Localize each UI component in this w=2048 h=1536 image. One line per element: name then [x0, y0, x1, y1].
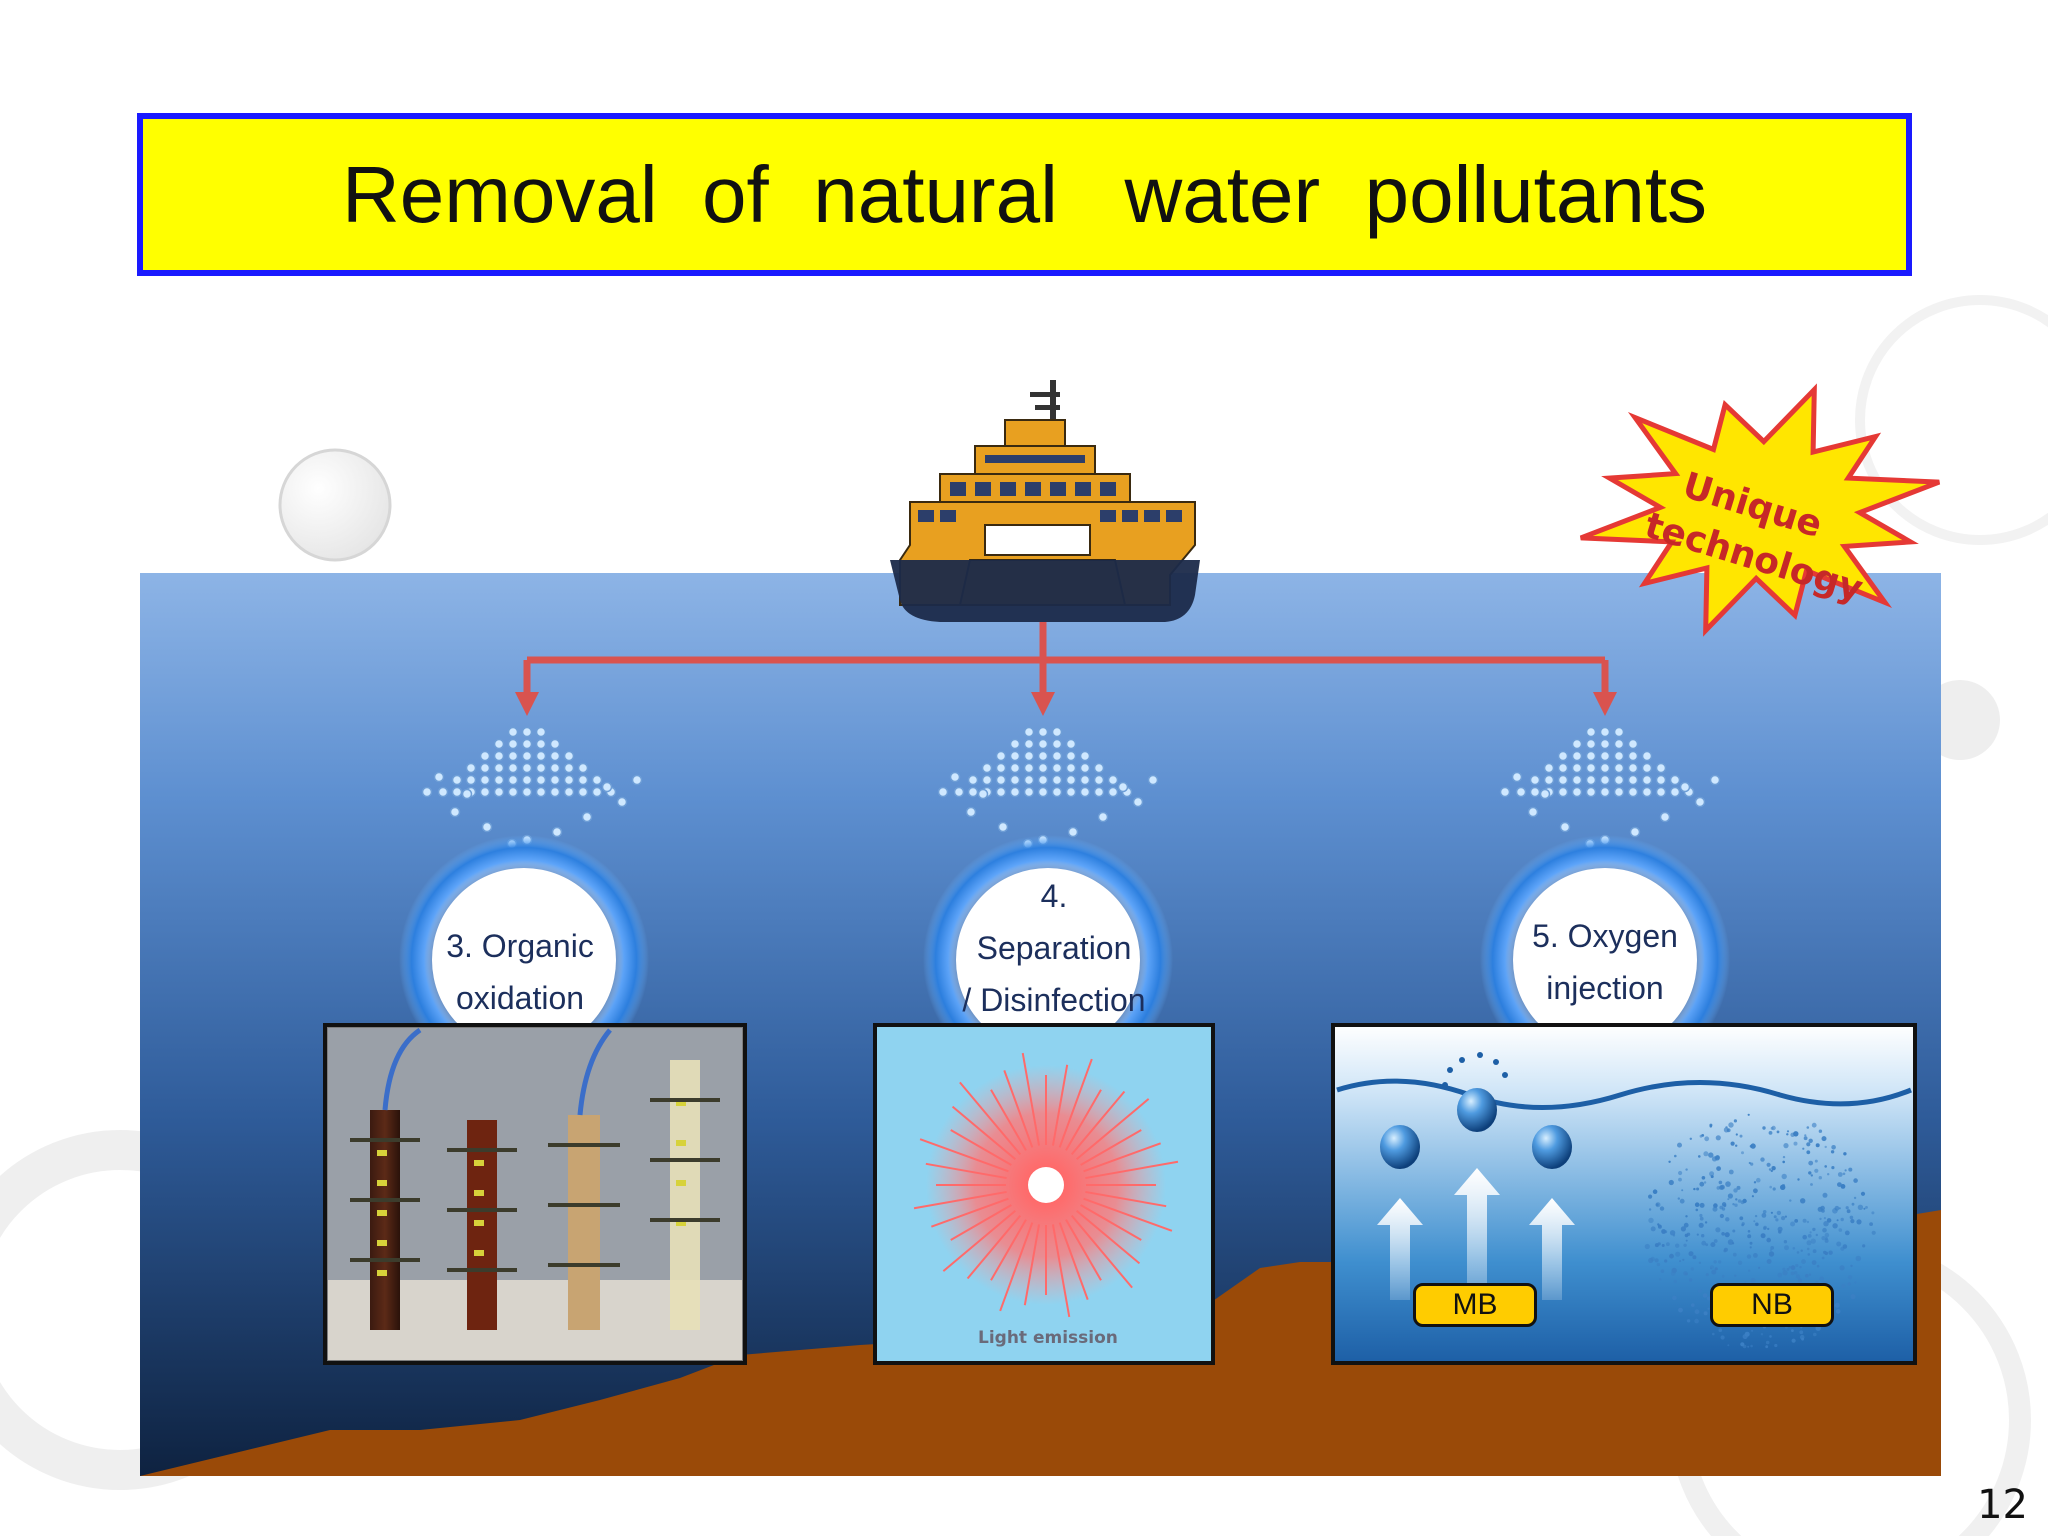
- stage-2-line-1: 4.: [1040, 878, 1068, 914]
- stage-2-line-2: Separation: [976, 930, 1132, 966]
- page-number: 12: [1977, 1482, 2028, 1528]
- oxidation-columns-photo: [323, 1023, 747, 1365]
- unique-technology-badge: [1579, 383, 1941, 637]
- page-title: Removal of natural water pollutants: [341, 149, 1708, 239]
- distribution-arrows: [523, 622, 1609, 695]
- stage-3-line-1: 5. Oxygen: [1532, 918, 1678, 954]
- light-emission-panel: [873, 1023, 1215, 1365]
- stage-rings: [399, 835, 1730, 1085]
- stage-1-line-2: oxidation: [455, 980, 585, 1016]
- stage-1-label: 3. Organic oxidation: [410, 920, 630, 1024]
- light-emission-caption: Light emission: [978, 1328, 1118, 1348]
- stage-1-line-1: 3. Organic: [446, 928, 594, 964]
- stage-2-line-3: / Disinfection: [962, 982, 1146, 1018]
- bubble-clusters: [421, 726, 1721, 850]
- title-banner: Removal of natural water pollutants: [137, 113, 1912, 276]
- stage-3-label: 5. Oxygen injection: [1495, 910, 1715, 1014]
- stage-2-label: 4. Separation / Disinfection: [944, 870, 1164, 1026]
- mb-tag: MB: [1413, 1283, 1537, 1327]
- ship-icon: [890, 380, 1200, 622]
- stage-3-line-2: injection: [1546, 970, 1664, 1006]
- nb-tag: NB: [1710, 1283, 1834, 1327]
